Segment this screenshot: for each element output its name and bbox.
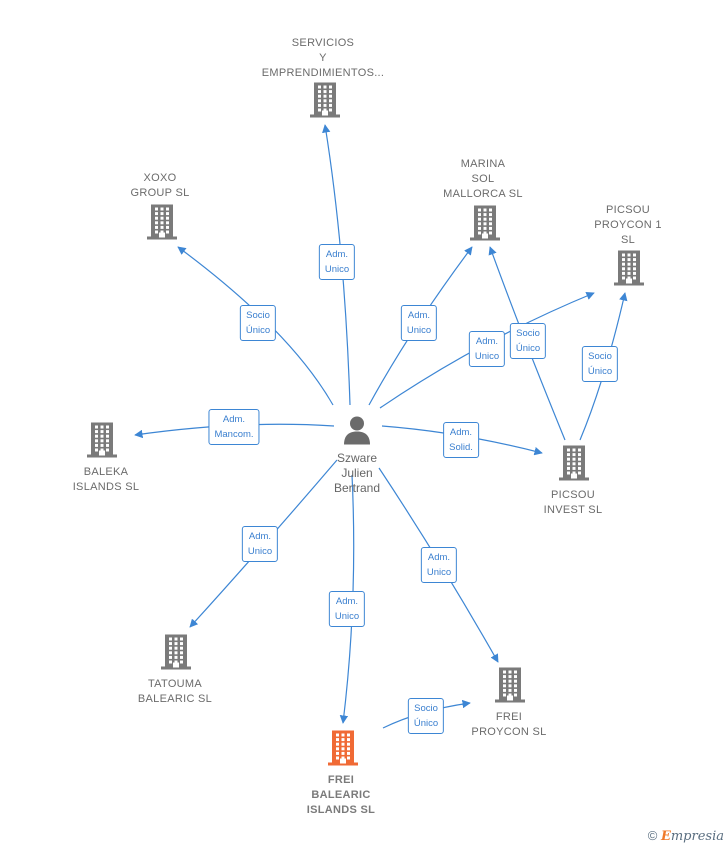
relation-label-szware-servicios[interactable]: Adm. Unico (318, 244, 356, 280)
company-label-freibalearic[interactable]: FREI BALEARIC ISLANDS SL (306, 774, 376, 816)
company-label-servicios[interactable]: SERVICIOS Y EMPRENDIMIENTOS... (261, 37, 385, 79)
building-icon-marina[interactable] (469, 205, 501, 246)
building-icon-tatouma[interactable] (160, 634, 192, 675)
building-icon-freiproycon[interactable] (494, 667, 526, 708)
person-icon[interactable] (342, 415, 372, 450)
company-label-picsouinvest[interactable]: PICSOU INVEST SL (543, 489, 603, 516)
relation-label-picsouinvest-picsou1[interactable]: Socio Único (581, 346, 619, 382)
relation-label-szware-tatouma[interactable]: Adm. Unico (241, 526, 279, 562)
building-icon-picsouinvest[interactable] (558, 445, 590, 486)
relation-label-szware-freiproycon[interactable]: Adm. Unico (420, 547, 458, 583)
person-label[interactable]: Szware Julien Bertrand (333, 451, 381, 495)
relation-label-freibalearic-freiproycon[interactable]: Socio Único (407, 698, 445, 734)
company-label-tatouma[interactable]: TATOUMA BALEARIC SL (137, 678, 213, 705)
relation-label-szware-picsouinvest[interactable]: Adm. Solid. (443, 422, 479, 458)
relation-label-szware-freibalearic[interactable]: Adm. Unico (328, 591, 366, 627)
relation-label-szware-xoxo[interactable]: Socio Único (239, 305, 277, 341)
building-icon-freibalearic[interactable] (327, 730, 359, 771)
building-icon-picsou1[interactable] (613, 250, 645, 291)
relation-label-szware-baleka[interactable]: Adm. Mancom. (208, 409, 260, 445)
company-label-picsou1[interactable]: PICSOU PROYCON 1 SL (594, 204, 662, 246)
building-icon-servicios[interactable] (309, 82, 341, 123)
building-icon-baleka[interactable] (86, 422, 118, 463)
company-label-freiproycon[interactable]: FREI PROYCON SL (471, 711, 547, 738)
brand-logo: © Empresia (648, 828, 724, 844)
relation-label-picsouinvest-marina[interactable]: Socio Único (509, 323, 547, 359)
copyright-icon: © (647, 828, 658, 843)
company-label-baleka[interactable]: BALEKA ISLANDS SL (72, 466, 140, 493)
building-icon-xoxo[interactable] (146, 204, 178, 245)
brand-name: mpresia (670, 829, 724, 844)
relation-label-szware-marina[interactable]: Adm. Unico (400, 305, 438, 341)
company-label-marina[interactable]: MARINA SOL MALLORCA SL (443, 158, 523, 200)
brand-initial: E (660, 829, 671, 844)
relation-label-szware-picsou1[interactable]: Adm. Unico (468, 331, 506, 367)
company-label-xoxo[interactable]: XOXO GROUP SL (130, 172, 190, 199)
